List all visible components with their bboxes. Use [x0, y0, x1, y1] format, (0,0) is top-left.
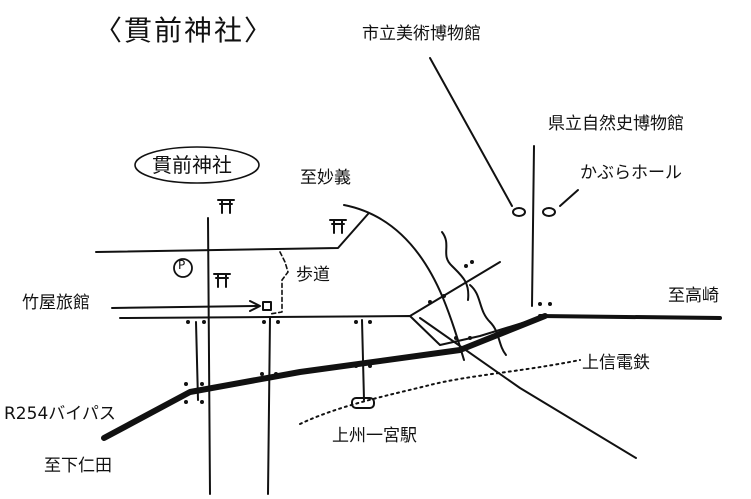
inn-marker [262, 301, 272, 311]
inn-arrow-head [249, 300, 261, 312]
main-road [119, 315, 701, 346]
torii-icon-top [217, 199, 235, 214]
river-upper [441, 231, 470, 301]
label-joshin-railway: 上信電鉄 [582, 353, 650, 373]
shrine-label: 貫前神社 [152, 153, 232, 177]
joshin-railway-line [299, 359, 581, 425]
map-title: 〈貫前神社〉 [94, 14, 275, 47]
label-city-museum: 市立美術博物館 [362, 24, 481, 44]
intersection-markers [184, 260, 552, 404]
label-kabura-hall: かぶらホール [580, 163, 682, 183]
parking-marker [173, 258, 193, 278]
diagonal-road [419, 317, 637, 459]
label-route254-bypass: R254バイパス [4, 404, 116, 424]
label-shimonita: 至下仁田 [44, 456, 112, 476]
shrine-label-outline [134, 146, 260, 184]
sidewalk-path [269, 251, 289, 315]
label-takezaya-inn: 竹屋旅館 [22, 293, 90, 313]
parking-symbol: P [178, 258, 186, 272]
label-takasaki: 至高崎 [668, 286, 719, 306]
label-sidewalk: 歩道 [296, 265, 330, 285]
northeast-branch-road [409, 261, 501, 317]
pref-museum-pointer [531, 145, 535, 307]
label-myogi: 至妙義 [300, 168, 351, 188]
label-joshu-ichinomiya-station: 上州一宮駅 [332, 426, 417, 446]
torii-icon-road [329, 219, 347, 234]
road-to-myogi [95, 213, 369, 253]
kabura-hall-pointer [559, 189, 579, 207]
city-museum-pointer [429, 57, 513, 207]
label-pref-museum: 県立自然史博物館 [548, 114, 684, 134]
road-to-takasaki [538, 314, 722, 320]
inn-arrow [111, 305, 259, 309]
river-lower [469, 284, 507, 356]
vertical-road-center [267, 317, 271, 495]
station-marker [351, 397, 375, 409]
pref-museum-marker [542, 207, 556, 217]
shrine-approach-road [207, 217, 211, 495]
vertical-road-left [195, 321, 199, 401]
route254-bypass-road [101, 313, 548, 441]
city-museum-marker [512, 207, 526, 217]
vertical-road-station [361, 319, 365, 401]
torii-icon-parking [213, 273, 231, 288]
